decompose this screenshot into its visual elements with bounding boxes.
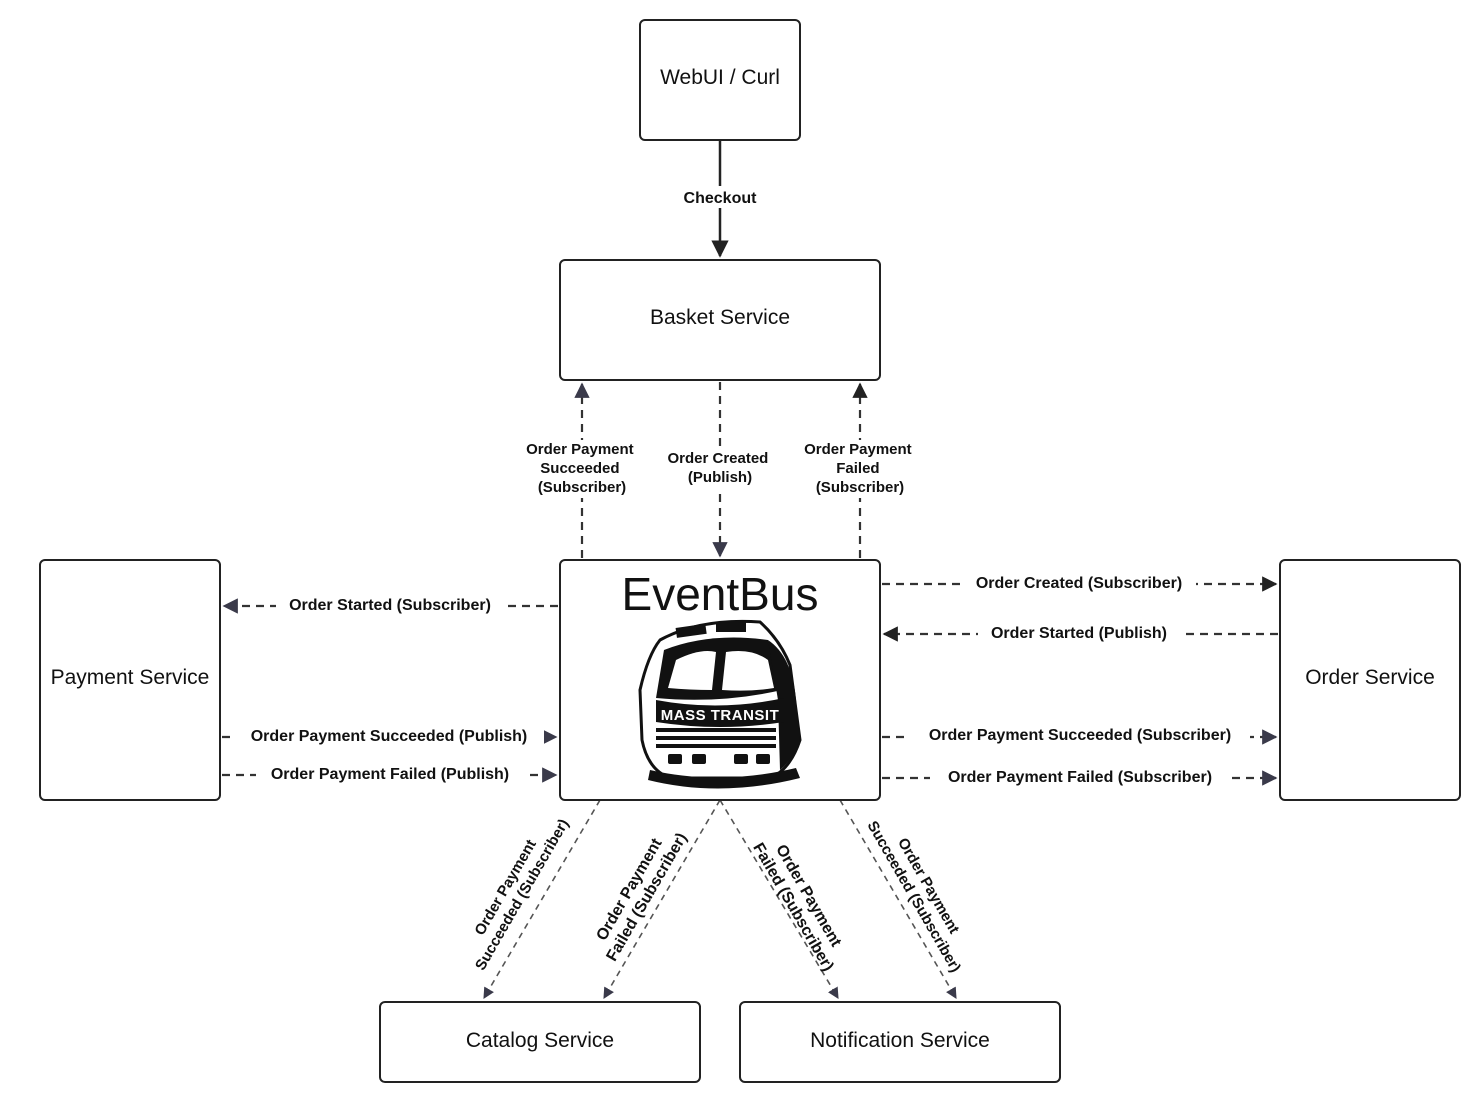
eventbus-title: EventBus <box>622 568 819 620</box>
edge-basket-payment-succeeded: Order Payment Succeeded (Subscriber) <box>524 382 640 558</box>
node-label-order-service: Order Service <box>1305 666 1435 689</box>
edge-label-order-created-sub: Order Created (Subscriber) <box>976 575 1182 592</box>
edge-label-basket-order-created: Order Created (Publish) <box>667 450 772 486</box>
edge-notification-succeeded: Order Payment Succeeded (Subscriber) <box>839 799 979 999</box>
edge-label-catalog-succeeded: Order Payment Succeeded (Subscriber) <box>456 807 572 973</box>
edge-catalog-failed: Order Payment Failed (Subscriber) <box>587 799 721 999</box>
node-payment-service: Payment Service <box>39 559 221 801</box>
node-label-payment-service: Payment Service <box>51 666 210 689</box>
edge-label-notification-failed: Order Payment Failed (Subscriber) <box>749 831 853 975</box>
edge-payment-failed-publish: Order Payment Failed (Publish) <box>222 762 558 784</box>
node-catalog-service: Catalog Service <box>379 1001 701 1083</box>
node-label-catalog-service: Catalog Service <box>466 1029 614 1052</box>
edge-label-basket-payment-succeeded: Order Payment Succeeded (Subscriber) <box>526 441 638 496</box>
node-label-basket-service: Basket Service <box>650 306 790 329</box>
edge-label-basket-payment-failed: Order Payment Failed (Subscriber) <box>804 441 916 496</box>
edge-label-payment-failed-publish: Order Payment Failed (Publish) <box>271 766 509 783</box>
edge-label-order-payment-failed-sub: Order Payment Failed (Subscriber) <box>948 769 1212 786</box>
node-label-webui: WebUI / Curl <box>660 66 780 89</box>
edge-label-checkout: Checkout <box>684 190 758 207</box>
node-eventbus: EventBus MASS TRANSIT <box>559 559 881 801</box>
logo-text: MASS TRANSIT <box>661 707 780 724</box>
node-webui: WebUI / Curl <box>639 19 801 141</box>
edge-label-payment-succeeded-publish: Order Payment Succeeded (Publish) <box>251 728 528 745</box>
edge-payment-order-started: Order Started (Subscriber) <box>222 594 558 616</box>
edge-order-payment-failed-sub: Order Payment Failed (Subscriber) <box>882 765 1278 787</box>
edge-order-payment-succeeded-sub: Order Payment Succeeded (Subscriber) <box>882 724 1278 746</box>
mass-transit-bus-logo-icon: MASS TRANSIT <box>638 619 802 789</box>
edge-notification-failed: Order Payment Failed (Subscriber) <box>719 799 853 999</box>
edge-label-order-started-publish: Order Started (Publish) <box>991 625 1167 642</box>
edge-order-started-publish: Order Started (Publish) <box>882 621 1278 643</box>
edge-checkout: Checkout <box>676 140 764 258</box>
edge-label-catalog-failed: Order Payment Failed (Subscriber) <box>587 821 691 965</box>
edge-label-payment-order-started: Order Started (Subscriber) <box>289 597 491 614</box>
edge-order-created-sub: Order Created (Subscriber) <box>882 571 1278 593</box>
node-label-notification-service: Notification Service <box>810 1029 990 1052</box>
node-basket-service: Basket Service <box>559 259 881 381</box>
edge-basket-order-created: Order Created (Publish) <box>664 382 776 558</box>
edge-label-order-payment-succeeded-sub: Order Payment Succeeded (Subscriber) <box>929 727 1231 744</box>
edge-label-notification-succeeded: Order Payment Succeeded (Subscriber) <box>863 809 979 975</box>
node-notification-service: Notification Service <box>739 1001 1061 1083</box>
edge-basket-payment-failed: Order Payment Failed (Subscriber) <box>802 382 918 558</box>
edge-payment-succeeded-publish: Order Payment Succeeded (Publish) <box>222 724 558 746</box>
node-order-service: Order Service <box>1279 559 1461 801</box>
edge-catalog-succeeded: Order Payment Succeeded (Subscriber) <box>456 799 601 999</box>
